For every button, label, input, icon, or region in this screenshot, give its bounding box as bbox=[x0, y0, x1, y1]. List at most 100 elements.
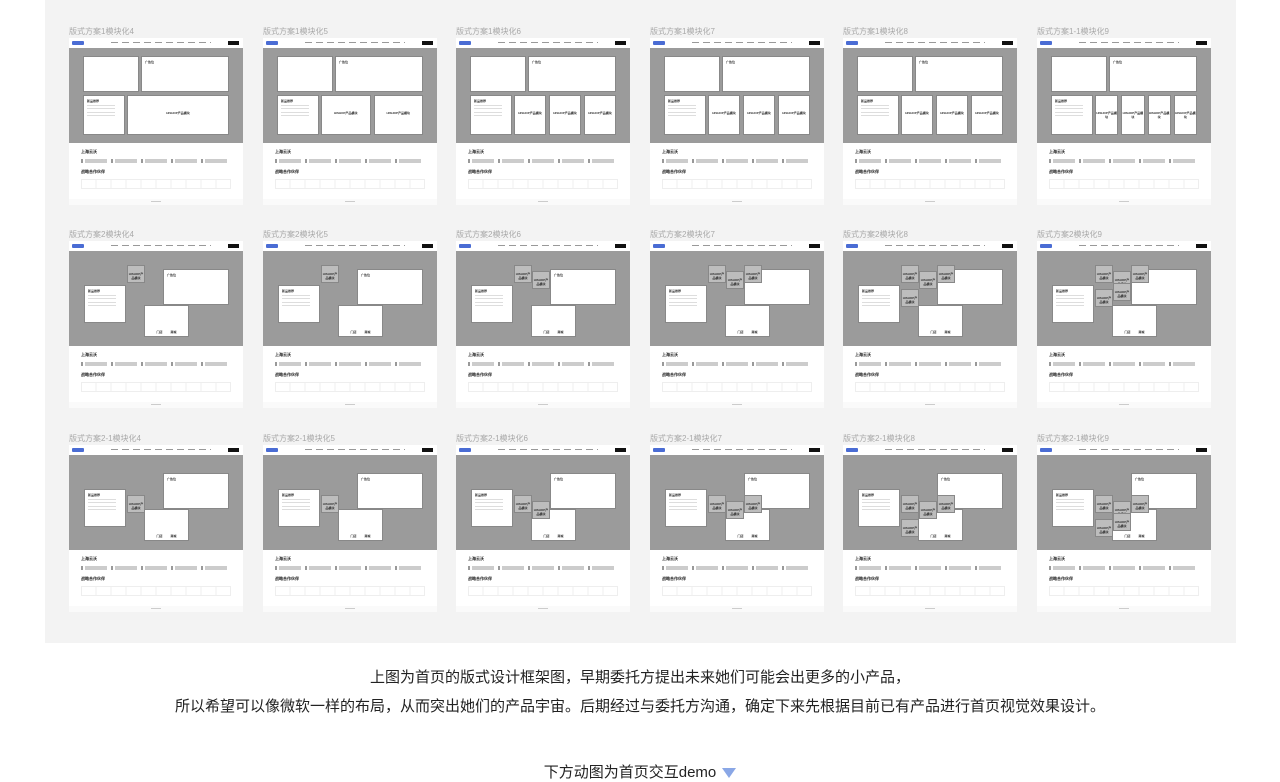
product-module: HISHOP产品模块 bbox=[778, 95, 810, 135]
logo-icon bbox=[846, 448, 858, 452]
ad-block: 广告位 bbox=[335, 56, 423, 92]
thumb-label-product: HISHOP产品模块 bbox=[1175, 111, 1196, 120]
product-module: HISHOP产品模块 bbox=[708, 265, 726, 283]
product-module: HISHOP产品模块 bbox=[901, 265, 919, 283]
thumb-label-new-product: 新品推荐 bbox=[1056, 289, 1069, 293]
product-module: HISHOP产品模块 bbox=[937, 495, 955, 513]
layout-card-title: 版式方案2模块化9 bbox=[1037, 230, 1102, 239]
thumb-banner: 新品推荐广告位门店商城HISHOP产品模块HISHOP产品模块HISHOP产品模… bbox=[1037, 455, 1211, 550]
thumb-label-product: HISHOP产品模块 bbox=[1096, 502, 1112, 511]
thumb-partners-title: 战略合作伙伴 bbox=[275, 576, 299, 581]
banner-block-left bbox=[277, 56, 333, 92]
ad-block: 广告位 bbox=[550, 269, 616, 305]
product-module: HISHOP产品模块 bbox=[584, 95, 616, 135]
thumb-partners-title: 战略合作伙伴 bbox=[662, 169, 686, 174]
thumb-label-product: HISHOP产品模块 bbox=[709, 502, 725, 511]
new-product-block: 新品推荐 bbox=[278, 489, 320, 527]
thumb-label-mall: 商城 bbox=[557, 330, 564, 334]
logo-icon bbox=[653, 448, 665, 452]
thumb-label-product: HISHOP产品模块 bbox=[745, 502, 761, 511]
layout-card-title: 版式方案2模块化4 bbox=[69, 230, 134, 239]
logo-icon bbox=[266, 448, 278, 452]
thumb-company-title: 上海云沃 bbox=[275, 556, 291, 561]
thumb-label-ad: 广告位 bbox=[1113, 60, 1123, 64]
thumb-label-product: HISHOP产品模块 bbox=[902, 502, 918, 511]
thumb-company-title: 上海云沃 bbox=[275, 352, 291, 357]
ad-block: 广告位 bbox=[163, 473, 229, 509]
logo-icon bbox=[1040, 448, 1052, 452]
thumb-label-ad: 广告位 bbox=[361, 477, 371, 481]
store-mall-block: 门店商城 bbox=[338, 305, 383, 337]
product-module: HISHOP产品模块 bbox=[726, 501, 744, 519]
product-module: HISHOP产品模块 bbox=[514, 95, 546, 135]
thumb-label-product: HISHOP产品模块 bbox=[727, 508, 743, 517]
new-product-block: 新品推荐 bbox=[858, 285, 900, 323]
logo-icon bbox=[846, 244, 858, 248]
demo-label-text: 下方动图为首页交互demo bbox=[543, 764, 717, 781]
banner-block-left bbox=[664, 56, 720, 92]
thumb-label-new-product: 新品推荐 bbox=[861, 99, 874, 103]
thumb-label-product: HISHOP产品模块 bbox=[1148, 111, 1170, 120]
store-mall-block: 门店商城 bbox=[144, 509, 189, 541]
new-product-block: 新品推荐 bbox=[470, 95, 512, 135]
product-module: HISHOP产品模块 bbox=[1095, 519, 1113, 537]
thumb-partners-title: 战略合作伙伴 bbox=[1049, 576, 1073, 581]
thumb-label-store: 门店 bbox=[350, 534, 357, 538]
thumb-label-ad: 广告位 bbox=[167, 477, 177, 481]
thumb-company-title: 上海云沃 bbox=[855, 352, 871, 357]
thumb-label-product: HISHOP产品模块 bbox=[902, 296, 918, 305]
banner-block-left bbox=[83, 56, 139, 92]
thumb-partners-title: 战略合作伙伴 bbox=[662, 576, 686, 581]
product-module: HISHOP产品模块 bbox=[937, 265, 955, 283]
thumb-label-product: HISHOP产品模块 bbox=[166, 111, 190, 116]
thumb-label-product: HISHOP产品模块 bbox=[588, 111, 612, 116]
product-module: HISHOP产品模块 bbox=[1173, 95, 1197, 135]
thumb-label-product: HISHOP产品模块 bbox=[128, 272, 144, 281]
product-module: HISHOP产品模块 bbox=[901, 519, 919, 537]
logo-icon bbox=[72, 448, 84, 452]
layout-thumbnail: 新品推荐广告位门店商城HISHOP产品模块HISHOP产品模块HISHOP产品模… bbox=[650, 241, 824, 408]
thumb-company-title: 上海云沃 bbox=[855, 149, 871, 154]
product-module: HISHOP产品模块 bbox=[1095, 265, 1113, 283]
thumb-partners-title: 战略合作伙伴 bbox=[855, 169, 879, 174]
thumb-label-new-product: 新品推荐 bbox=[862, 289, 875, 293]
thumb-label-product: HISHOP产品模块 bbox=[533, 278, 549, 287]
thumb-label-product: HISHOP产品模块 bbox=[1096, 296, 1112, 305]
logo-icon bbox=[653, 244, 665, 248]
thumb-label-product: HISHOP产品模块 bbox=[515, 272, 531, 281]
thumb-label-ad: 广告位 bbox=[167, 273, 177, 277]
logo-icon bbox=[459, 41, 471, 45]
thumb-label-ad: 广告位 bbox=[919, 60, 929, 64]
thumb-partners-title: 战略合作伙伴 bbox=[275, 169, 299, 174]
thumb-label-mall: 商城 bbox=[944, 534, 951, 538]
thumb-label-ad: 广告位 bbox=[748, 477, 758, 481]
thumb-label-new-product: 新品推荐 bbox=[1055, 99, 1068, 103]
thumb-label-store: 门店 bbox=[350, 330, 357, 334]
product-module: HISHOP产品模块 bbox=[321, 495, 339, 513]
thumb-label-ad: 广告位 bbox=[145, 60, 155, 64]
thumb-label-product: HISHOP产品模块 bbox=[1096, 526, 1112, 535]
new-product-block: 新品推荐 bbox=[278, 285, 320, 323]
thumb-label-ad: 广告位 bbox=[726, 60, 736, 64]
thumb-partners-title: 战略合作伙伴 bbox=[468, 169, 492, 174]
ad-block: 广告位 bbox=[722, 56, 810, 92]
thumb-label-ad: 广告位 bbox=[532, 60, 542, 64]
thumb-label-product: HISHOP产品模块 bbox=[727, 278, 743, 287]
thumb-label-mall: 商城 bbox=[751, 330, 758, 334]
product-module: HISHOP产品模块 bbox=[744, 265, 762, 283]
new-product-block: 新品推荐 bbox=[857, 95, 899, 135]
layout-card-title: 版式方案1模块化4 bbox=[69, 27, 134, 36]
logo-icon bbox=[72, 41, 84, 45]
thumb-label-product: HISHOP产品模块 bbox=[975, 111, 999, 116]
logo-icon bbox=[846, 41, 858, 45]
logo-icon bbox=[459, 244, 471, 248]
demo-label: 下方动图为首页交互demo bbox=[0, 761, 1280, 782]
layout-card-title: 版式方案1模块化5 bbox=[263, 27, 328, 36]
layout-thumbnail: 新品推荐广告位门店商城HISHOP产品模块HISHOP产品模块HISHOP产品模… bbox=[843, 241, 1017, 408]
new-product-block: 新品推荐 bbox=[84, 285, 126, 323]
thumb-label-ad: 广告位 bbox=[554, 273, 564, 277]
